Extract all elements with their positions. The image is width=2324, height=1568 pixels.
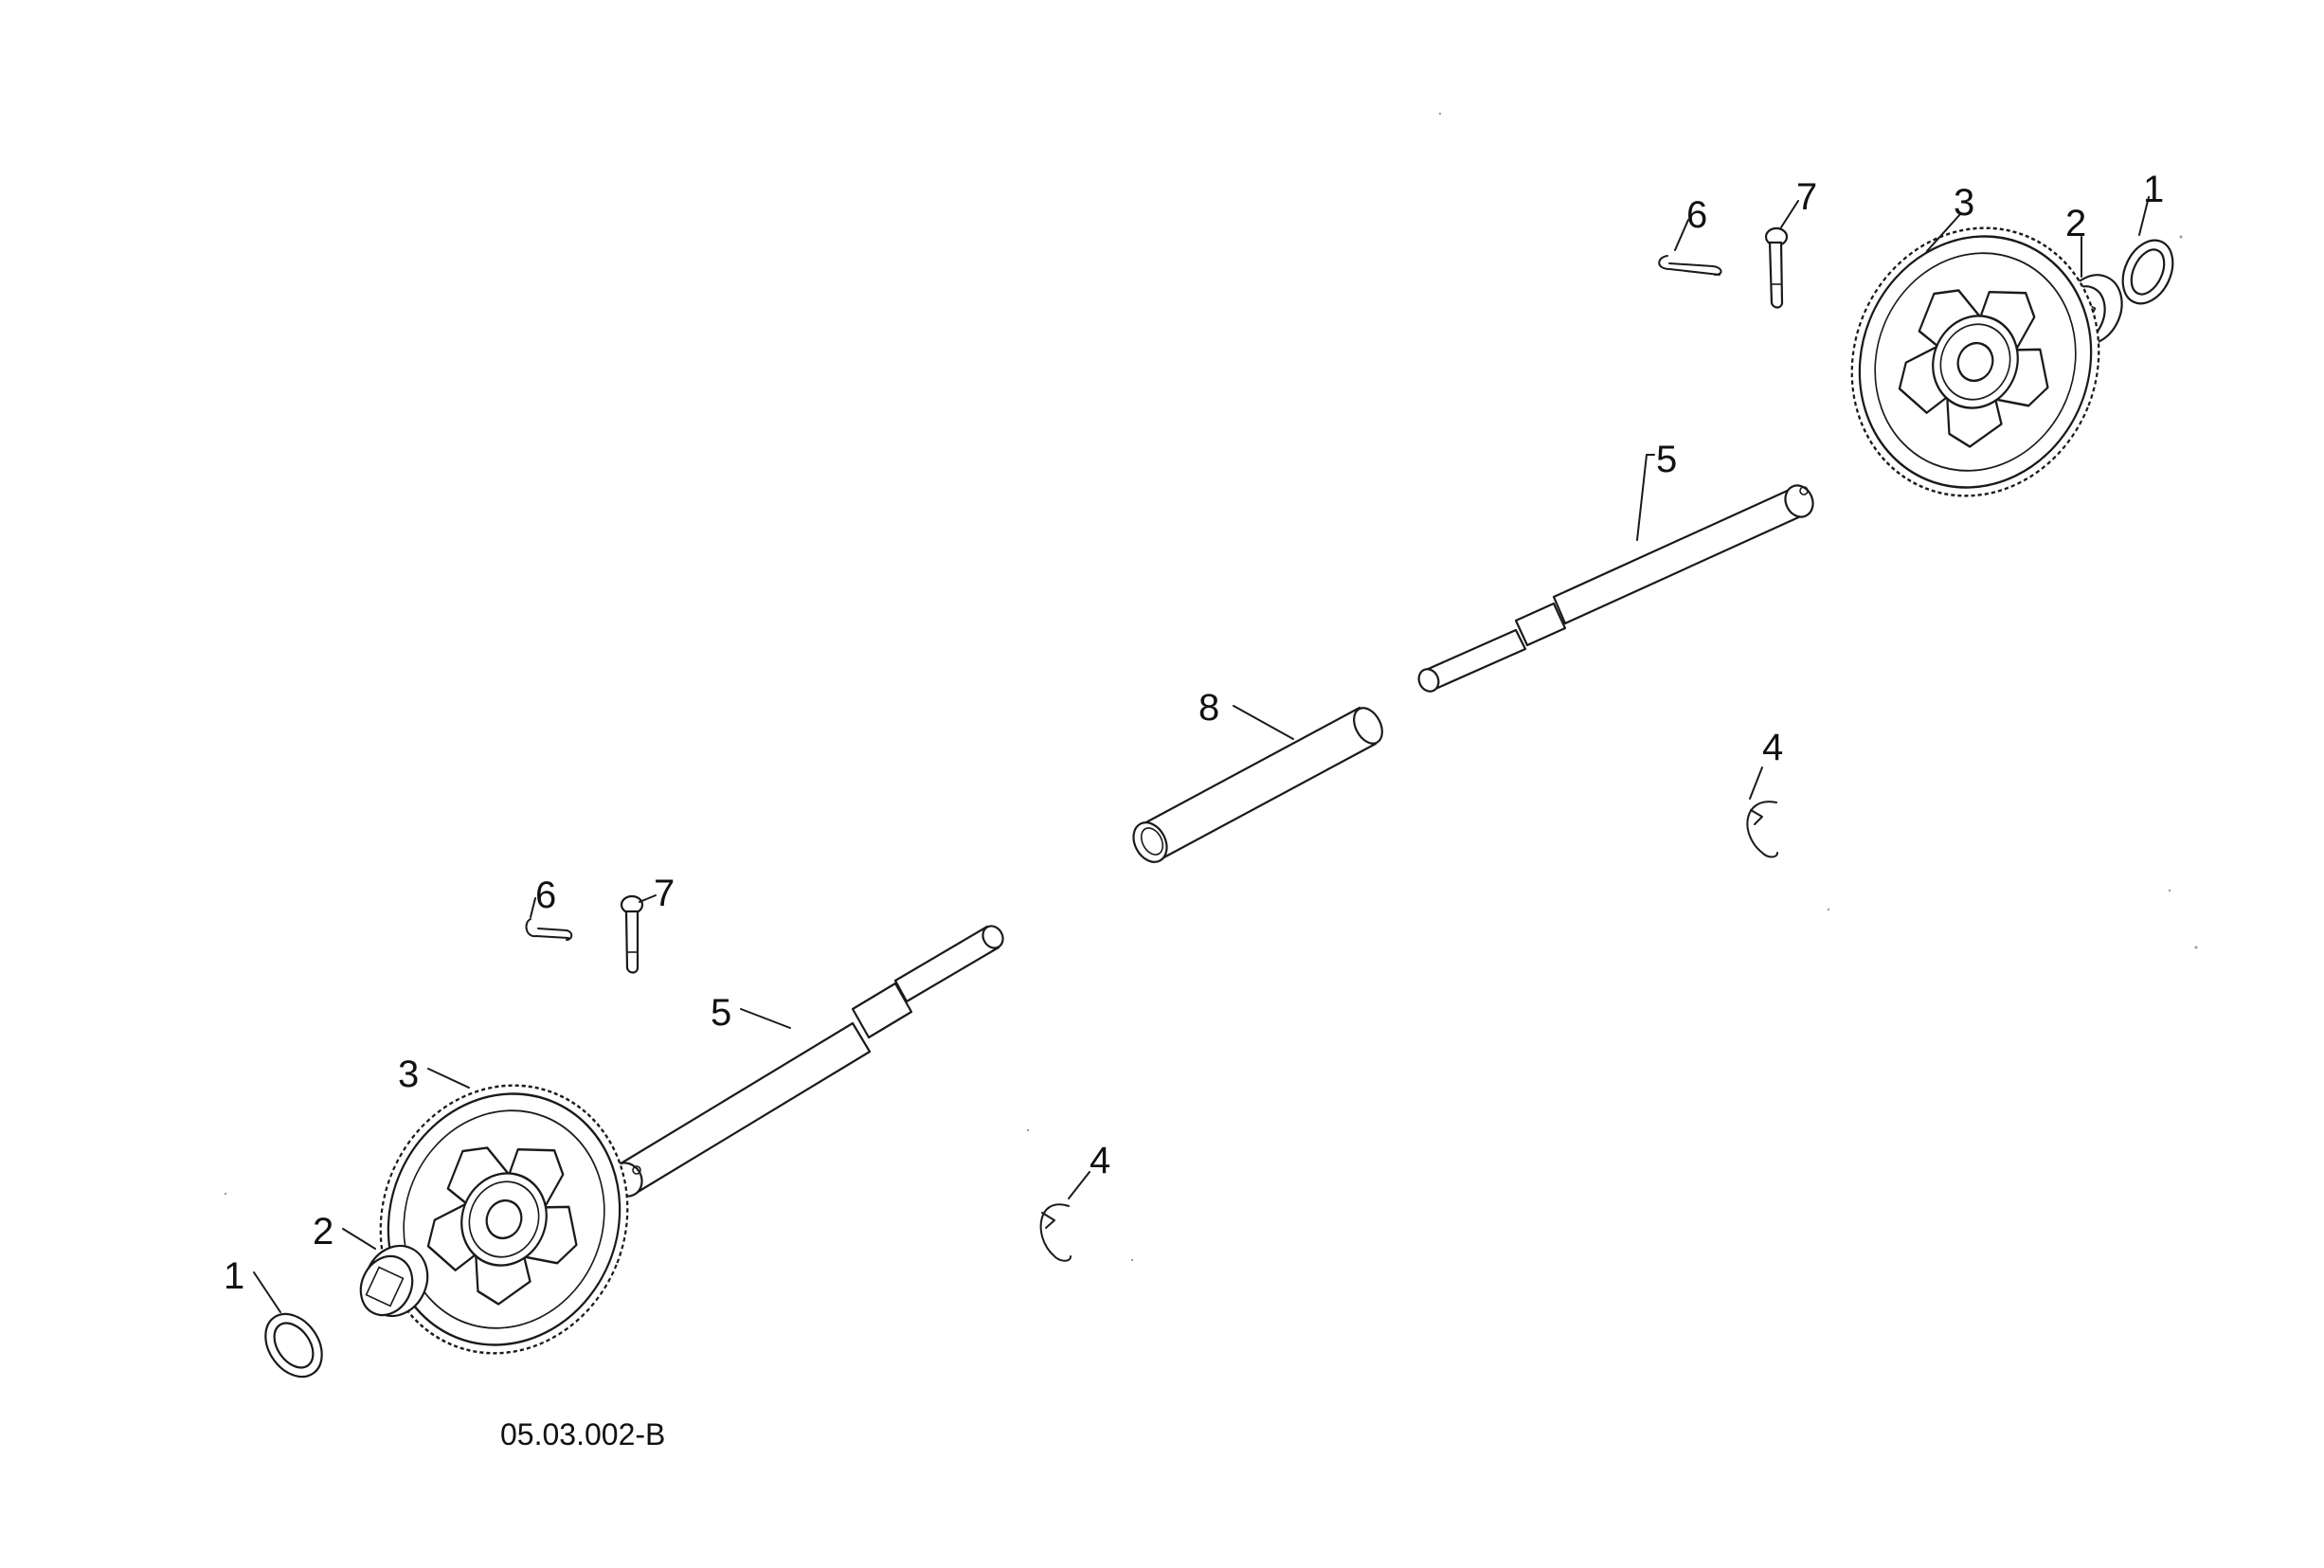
gear-left: [379, 1084, 629, 1355]
washer-right: [2121, 239, 2174, 305]
callout-axle-tube: 8: [1198, 687, 1219, 729]
callout-hair-clip-left: 6: [535, 874, 556, 916]
hair-clip-right: [1658, 255, 1722, 276]
callout-clevis-pin-left: 7: [654, 873, 675, 914]
callout-washer-right: 1: [2143, 169, 2164, 210]
e-clip-right: [1746, 801, 1778, 858]
e-clip-left: [1039, 1203, 1072, 1262]
callout-bushing-left: 2: [313, 1211, 333, 1253]
callout-washer-left: 1: [224, 1255, 244, 1297]
clevis-pin-right: [1764, 226, 1789, 309]
callout-axle-shaft-right: 5: [1656, 439, 1677, 480]
hair-clip-left: [525, 918, 573, 941]
washer-left: [264, 1312, 323, 1379]
callout-clevis-pin-right: 7: [1796, 176, 1817, 218]
scan-specks: [224, 112, 2198, 1262]
figure-code: 05.03.002-B: [500, 1417, 665, 1451]
callout-gear-right: 3: [1954, 182, 1974, 224]
axle-shaft-left: [609, 925, 1004, 1198]
callout-gear-left: 3: [398, 1054, 419, 1095]
gear-right: [1850, 226, 2100, 497]
clevis-pin-left: [620, 894, 644, 974]
callout-e-clip-right: 4: [1762, 727, 1783, 768]
leader-lines: [253, 196, 2150, 1313]
bushing-left: [359, 1244, 429, 1318]
callout-e-clip-left: 4: [1090, 1140, 1110, 1181]
callout-numbers: 1 2 3 6 7 5 4 8 6 7 5 3 4 2 1: [224, 169, 2164, 1297]
axle-tube: [1132, 706, 1383, 863]
callout-hair-clip-right: 6: [1686, 194, 1707, 236]
axle-shaft-right: [1417, 484, 1814, 693]
callout-bushing-right: 2: [2065, 203, 2086, 244]
callout-axle-shaft-left: 5: [711, 992, 731, 1034]
